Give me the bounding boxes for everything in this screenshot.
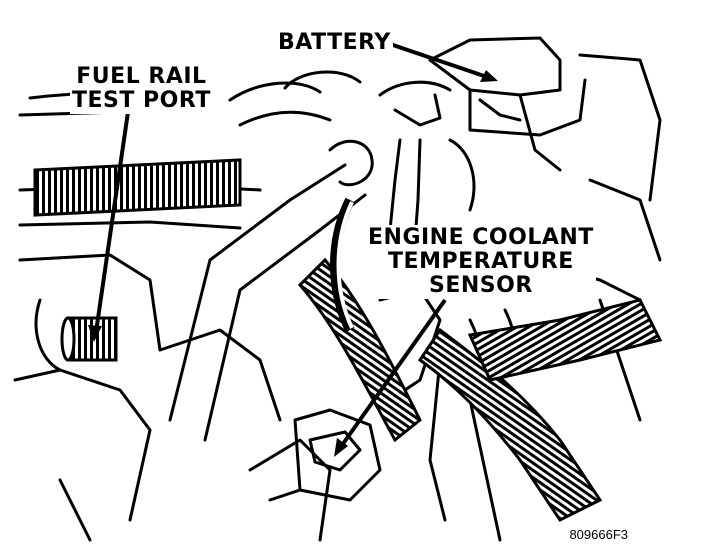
corrugated-hose-middle xyxy=(297,257,422,443)
engine-block xyxy=(13,253,332,542)
fuel-rail-label-line2: TEST PORT xyxy=(72,88,211,113)
battery-outline xyxy=(428,36,662,202)
leader-lines xyxy=(94,42,491,450)
battery-label: BATTERY xyxy=(276,30,393,55)
ect-label-line3: SENSOR xyxy=(429,273,533,298)
corrugated-hose-upper-left xyxy=(33,158,242,217)
vertical-hose xyxy=(330,197,355,333)
ect-label-line2: TEMPERATURE xyxy=(388,249,574,274)
ect-label-line1: ENGINE COOLANT xyxy=(368,225,594,250)
fuel-rail-test-port xyxy=(60,316,118,362)
fuel-rail-test-port-label: FUEL RAIL TEST PORT xyxy=(70,64,213,114)
engine-coolant-temperature-sensor-label: ENGINE COOLANT TEMPERATURE SENSOR xyxy=(366,225,596,299)
battery-cable xyxy=(378,80,452,242)
fuel-rail-label-line1: FUEL RAIL xyxy=(76,64,207,89)
corrugated-hose-right xyxy=(417,298,663,522)
arrowheads xyxy=(88,70,498,457)
figure-id: 809666F3 xyxy=(569,527,628,542)
